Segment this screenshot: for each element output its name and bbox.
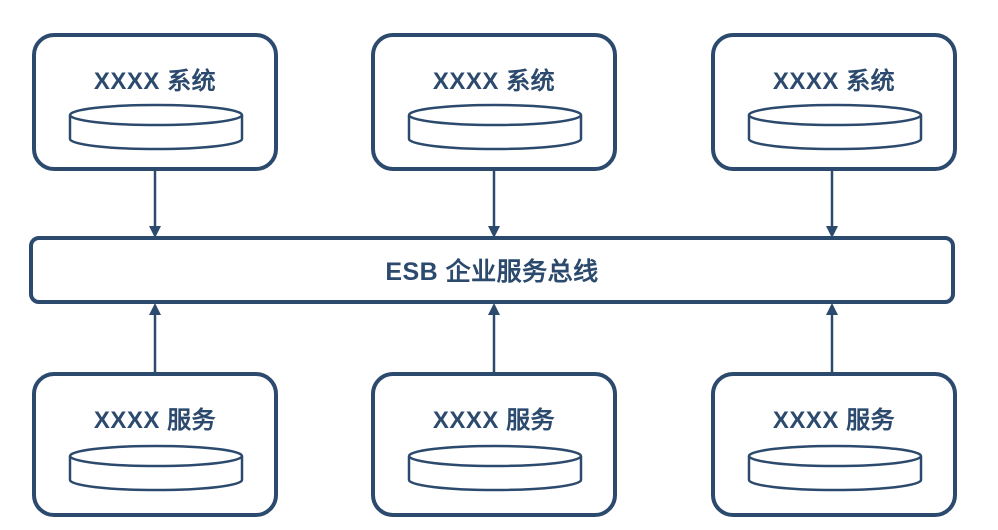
database-icon [68, 444, 244, 492]
database-icon [747, 103, 923, 151]
service-box-3: XXXX 服务 [711, 372, 957, 517]
system-box-title: XXXX 系统 [93, 68, 217, 95]
esb-bus-label: ESB 企业服务总线 [385, 258, 599, 286]
database-icon [407, 103, 583, 151]
service-box-2: XXXX 服务 [371, 372, 617, 517]
system-box-title: XXXX 系统 [772, 68, 896, 95]
database-icon [747, 444, 923, 492]
database-icon [407, 444, 583, 492]
service-box-1: XXXX 服务 [32, 372, 278, 517]
system-box-2: XXXX 系统 [371, 33, 617, 171]
esb-bus: ESB 企业服务总线 [29, 236, 955, 304]
database-icon [68, 103, 244, 151]
system-box-title: XXXX 系统 [432, 68, 556, 95]
service-box-title: XXXX 服务 [93, 407, 217, 434]
system-box-1: XXXX 系统 [32, 33, 278, 171]
system-box-3: XXXX 系统 [711, 33, 957, 171]
service-box-title: XXXX 服务 [432, 407, 556, 434]
service-box-title: XXXX 服务 [772, 407, 896, 434]
